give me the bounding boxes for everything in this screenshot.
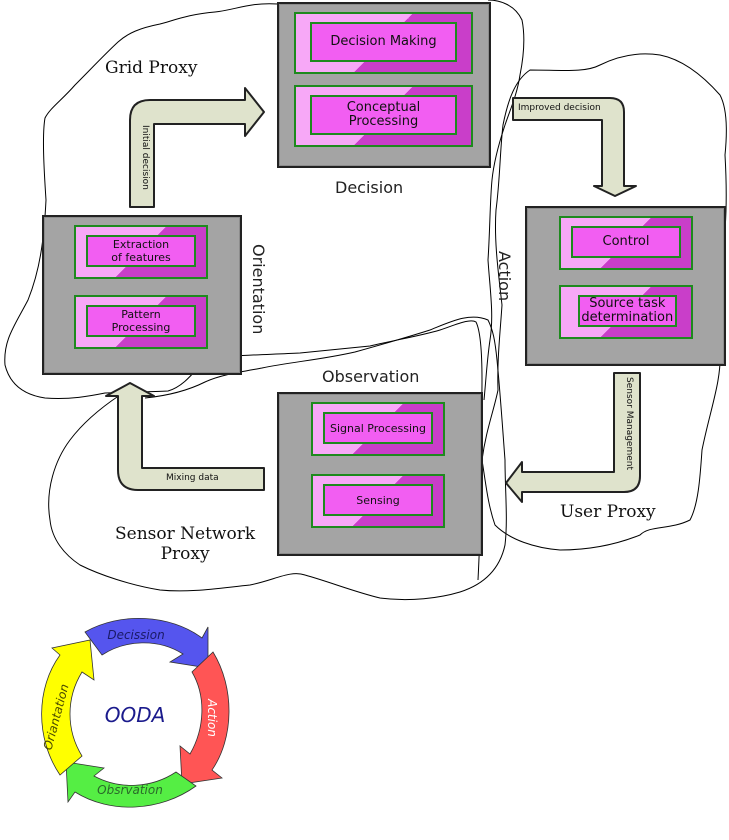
ooda-observation-label: Obsrvation <box>97 783 163 797</box>
ooda-center-label: OODA <box>105 703 166 727</box>
grid-proxy-label: Grid Proxy <box>105 58 198 78</box>
ooda-observation-segment[interactable] <box>65 761 197 808</box>
sensor-network-proxy-label: Sensor Network Proxy <box>115 524 255 564</box>
sensing-label: Sensing <box>323 484 433 516</box>
pattern-processing-label: Pattern Processing <box>86 305 196 337</box>
conceptual-processing-box[interactable]: Conceptual Processing <box>294 85 473 147</box>
ooda-decision-segment[interactable] <box>84 618 209 669</box>
decision-stage-label: Decision <box>335 178 404 197</box>
sensor-network-proxy-line1: Sensor Network <box>115 524 256 544</box>
observation-stage-label: Observation <box>322 367 420 386</box>
mixing-data-label: Mixing data <box>166 473 219 483</box>
sensor-network-proxy-line2: Proxy <box>160 544 210 564</box>
signal-processing-box[interactable]: Signal Processing <box>311 402 445 456</box>
extraction-of-features-label: Extraction of features <box>86 235 196 267</box>
extraction-of-features-box[interactable]: Extraction of features <box>74 225 208 279</box>
grid-proxy-outline <box>4 3 483 581</box>
decision-making-label: Decision Making <box>310 22 457 62</box>
signal-processing-label: Signal Processing <box>323 412 433 444</box>
control-label: Control <box>571 226 681 258</box>
improved-decision-arrow[interactable] <box>512 97 637 197</box>
decision-region-outline <box>483 0 525 401</box>
sensor-management-arrow[interactable] <box>505 372 641 503</box>
ooda-action-label: Action <box>205 698 219 737</box>
ooda-decision-label: Decission <box>107 628 164 642</box>
ooda-action-segment[interactable] <box>179 651 230 785</box>
user-proxy-outline <box>481 53 727 551</box>
decision-making-box[interactable]: Decision Making <box>294 12 473 74</box>
control-box[interactable]: Control <box>559 216 693 270</box>
ooda-cycle: OODA Decission Action Obsrvation Orianta… <box>41 618 230 808</box>
user-proxy-label: User Proxy <box>560 502 656 522</box>
sensor-network-proxy-outline <box>48 316 507 601</box>
pattern-processing-box[interactable]: Pattern Processing <box>74 295 208 349</box>
initial-decision-arrow[interactable] <box>129 87 265 208</box>
flow-arrows <box>105 87 641 503</box>
improved-decision-label: Improved decision <box>518 103 601 113</box>
source-task-determination-label: Source task determination <box>577 295 677 327</box>
observation-panel: Signal Processing Sensing <box>277 392 483 556</box>
orientation-panel: Extraction of features Pattern Processin… <box>42 215 242 375</box>
action-panel: Control Source task determination <box>525 206 726 366</box>
initial-decision-label: Initial decision <box>140 125 150 190</box>
decision-panel: Decision Making Conceptual Processing <box>277 2 491 168</box>
source-task-determination-box[interactable]: Source task determination <box>559 285 693 339</box>
mixing-data-arrow[interactable] <box>105 382 265 491</box>
sensing-box[interactable]: Sensing <box>311 474 445 528</box>
ooda-orientation-segment[interactable] <box>41 639 95 776</box>
conceptual-processing-label: Conceptual Processing <box>310 95 457 135</box>
sensor-management-label: Sensor Management <box>624 377 634 470</box>
